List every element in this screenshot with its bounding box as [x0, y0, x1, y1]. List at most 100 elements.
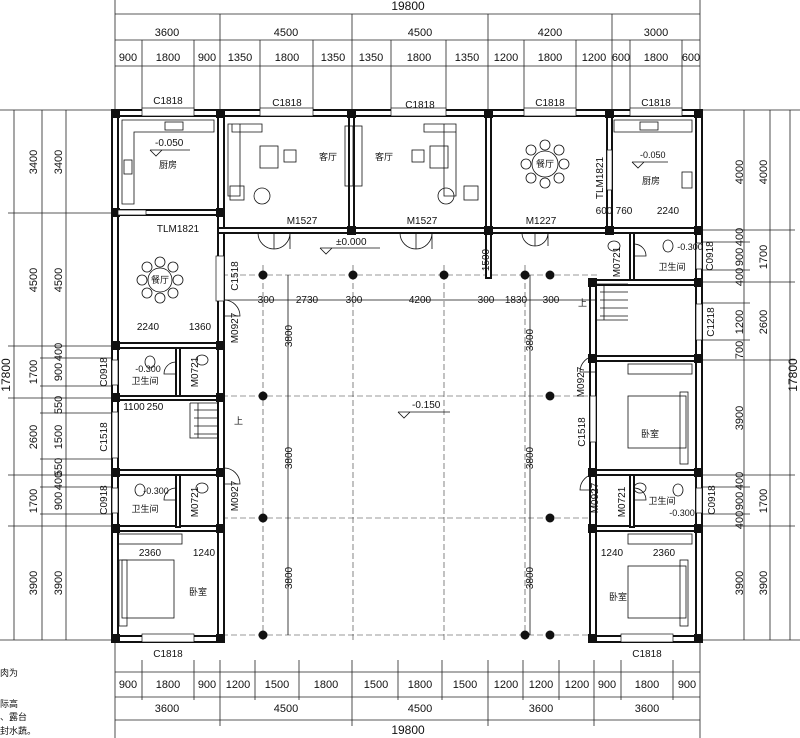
- right-inner-dim-10: 400: [734, 511, 746, 529]
- bottom-sub-dim-7: 1500: [364, 679, 388, 691]
- bottom-sub-dim-12: 1200: [565, 679, 589, 691]
- room-label-dining-right: 餐厅: [536, 158, 554, 169]
- bottom-sub-dim-9: 1500: [453, 679, 477, 691]
- inner-dim-3800-b: 3800: [284, 446, 295, 469]
- right-inner-dim-1: 4000: [734, 160, 746, 184]
- window-label-c1518-b: C1518: [99, 422, 110, 452]
- door-label-m1227: M1227: [526, 216, 557, 227]
- room-label-bath-left-1: 卫生间: [131, 375, 158, 386]
- window-label-c1818-4: C1818: [535, 98, 565, 109]
- note-line-1: 肉为: [0, 667, 18, 678]
- inner-dim-3800-d: 3800: [525, 328, 536, 351]
- door-label-m0927-c: M0927: [576, 366, 587, 397]
- room-label-bath-right-1: 卫生间: [658, 261, 685, 272]
- top-sub-dim-7: 1350: [359, 52, 383, 64]
- inner-dim-1500: 1500: [481, 248, 492, 271]
- window-label-c0918-d: C0918: [707, 485, 718, 515]
- bottom-sub-dim-13: 900: [598, 679, 616, 691]
- bottom-sub-dim-11: 1200: [529, 679, 553, 691]
- bottom-sub-dim-14: 1800: [635, 679, 659, 691]
- left-inner-dim-4: 400: [53, 343, 65, 361]
- inner-dim-1240-left: 1240: [193, 548, 216, 559]
- top-sub-dim-5: 1800: [275, 52, 299, 64]
- door-label-m0927-b: M0927: [230, 480, 241, 511]
- right-inner-dim-5: 1200: [734, 310, 746, 334]
- door-label-m0927-d: M0927: [590, 482, 601, 513]
- door-label-m0721-b: M0721: [190, 486, 201, 517]
- inner-dim-2360-right: 2360: [653, 548, 676, 559]
- door-label-tlm-left: TLM1821: [157, 224, 200, 235]
- bottom-main-dim-2: 4500: [274, 703, 298, 715]
- level-marks: -0.050 -0.050 ±0.000 -0.150 -0.300 -0.30…: [135, 138, 703, 518]
- bottom-main-dim-3: 4500: [408, 703, 432, 715]
- left-inner-dim-5: 550: [53, 396, 65, 414]
- right-outer-dim-4: 1700: [758, 489, 770, 513]
- top-sub-dim-6: 1350: [321, 52, 345, 64]
- bottom-sub-dim-8: 1800: [408, 679, 432, 691]
- room-label-kitchen-right: 厨房: [642, 175, 660, 186]
- window-label-c1518-c: C1518: [577, 417, 588, 447]
- note-line-3: 、露台: [0, 711, 27, 722]
- inner-dim-600: 600: [596, 206, 613, 217]
- door-label-m1527-b: M1527: [407, 216, 438, 227]
- right-outer-dim-2: 1700: [758, 245, 770, 269]
- top-sub-dim-9: 1350: [455, 52, 479, 64]
- left-inner-dim-10: 3900: [53, 571, 65, 595]
- left-inner-dim-9: 900: [53, 492, 65, 510]
- stair-up-label-right: 上: [578, 298, 587, 308]
- left-inner-dim-3: 900: [53, 363, 65, 381]
- window-label-c1818-2: C1818: [272, 98, 302, 109]
- bottom-main-dim-4: 3600: [529, 703, 553, 715]
- doors: M1527 M1527 M1227 TLM1821 TLM1821 M0927 …: [99, 149, 718, 517]
- window-label-c1818-6: C1818: [153, 649, 183, 660]
- inner-dim-300-c: 300: [478, 295, 495, 306]
- left-dimensions: 17800 3400 4500 1700 2600 1700 3900 3400…: [0, 109, 115, 641]
- top-sub-dim-14: 1800: [644, 52, 668, 64]
- door-label-m0721-d: M0721: [617, 486, 628, 517]
- right-inner-dim-8: 400: [734, 472, 746, 490]
- inner-dim-1360: 1360: [189, 322, 212, 333]
- door-label-m0721-c: M0721: [612, 246, 623, 277]
- left-outer-dim-3: 1700: [28, 360, 40, 384]
- room-label-living-left: 客厅: [319, 151, 337, 162]
- inner-dim-2730: 2730: [296, 295, 319, 306]
- note-line-4: 封水蔬。: [0, 725, 36, 736]
- level-bath-right-2: -0.300: [669, 508, 695, 518]
- bottom-sub-dim-3: 900: [198, 679, 216, 691]
- left-inner-dim-7: 550: [53, 458, 65, 476]
- room-label-living-right: 客厅: [375, 151, 393, 162]
- bottom-dimensions: 900 1800 900 1200 1500 1800 1500 1800 15…: [114, 640, 701, 738]
- top-sub-dim-4: 1350: [228, 52, 252, 64]
- top-sub-dim-11: 1800: [538, 52, 562, 64]
- bottom-sub-dim-10: 1200: [494, 679, 518, 691]
- top-main-dim-5: 3000: [644, 27, 668, 39]
- inner-dim-2360-left: 2360: [139, 548, 162, 559]
- inner-dim-4200: 4200: [409, 295, 432, 306]
- top-total-dim: 19800: [391, 0, 425, 13]
- left-inner-dim-8: 400: [53, 472, 65, 490]
- left-outer-dim-1: 3400: [28, 150, 40, 174]
- window-label-c1818-3: C1818: [405, 100, 435, 111]
- level-kitchen-right: -0.050: [640, 150, 666, 160]
- window-label-c1218: C1218: [706, 307, 717, 337]
- level-bath-left-1: -0.300: [135, 364, 161, 374]
- top-sub-dim-8: 1800: [407, 52, 431, 64]
- top-sub-dim-10: 1200: [494, 52, 518, 64]
- grid-lines: [222, 265, 600, 640]
- door-label-m1527-a: M1527: [287, 216, 318, 227]
- top-main-dim-1: 3600: [155, 27, 179, 39]
- left-outer-dim-4: 2600: [28, 425, 40, 449]
- top-sub-dim-3: 900: [198, 52, 216, 64]
- left-outer-dim-6: 3900: [28, 571, 40, 595]
- bottom-main-dim-1: 3600: [155, 703, 179, 715]
- inner-dim-2240-left: 2240: [137, 322, 160, 333]
- left-outer-dim-5: 1700: [28, 489, 40, 513]
- door-label-tlm-right: TLM1821: [595, 156, 606, 199]
- top-sub-dim-15: 600: [682, 52, 700, 64]
- windows: C1818 C1818 C1818 C1818 C1818 C1818 C181…: [111, 96, 703, 660]
- door-label-m0721-a: M0721: [190, 356, 201, 387]
- right-inner-dim-7: 3900: [734, 406, 746, 430]
- room-label-bedroom-left: 卧室: [189, 586, 207, 597]
- right-outer-dim-5: 3900: [758, 571, 770, 595]
- right-total-dim: 17800: [786, 358, 800, 392]
